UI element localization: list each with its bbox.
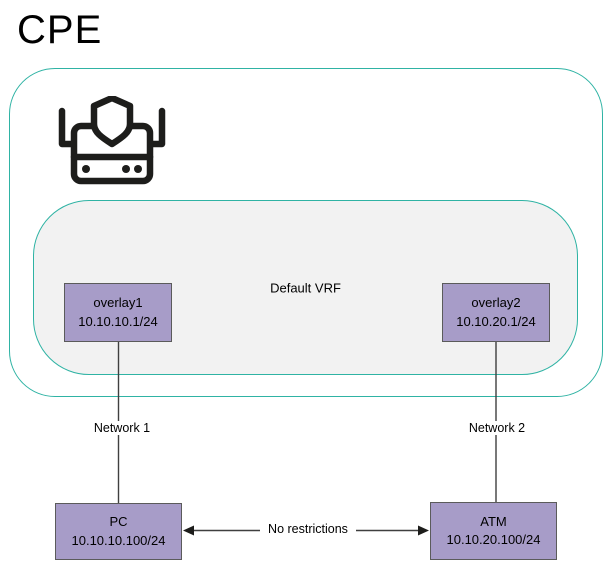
label-network1: Network 1 — [79, 421, 165, 435]
secure-router-icon — [58, 96, 166, 185]
node-ip: 10.10.20.1/24 — [456, 313, 536, 329]
router-led — [134, 165, 142, 173]
node-name: overlay1 — [93, 295, 143, 311]
node-pc: PC 10.10.10.100/24 — [55, 503, 182, 560]
node-overlay2: overlay2 10.10.20.1/24 — [442, 283, 550, 342]
node-name: ATM — [480, 513, 507, 529]
node-overlay1: overlay1 10.10.10.1/24 — [64, 283, 172, 342]
node-name: overlay2 — [471, 295, 521, 311]
node-ip: 10.10.20.100/24 — [446, 532, 541, 547]
label-no-restrictions: No restrictions — [260, 522, 356, 536]
antenna-left — [58, 107, 79, 148]
node-atm: ATM 10.10.20.100/24 — [430, 502, 557, 560]
antenna-right — [145, 107, 166, 148]
page-title: CPE — [17, 8, 103, 52]
vrf-label: Default VRF — [270, 280, 341, 295]
router-led — [82, 165, 90, 173]
router-led — [122, 165, 130, 173]
node-ip: 10.10.10.100/24 — [71, 532, 166, 548]
shield-icon — [90, 96, 134, 148]
node-name: PC — [109, 514, 128, 530]
label-network2: Network 2 — [454, 421, 540, 435]
arrowhead-right-icon — [418, 525, 429, 536]
arrowhead-left-icon — [183, 525, 194, 536]
node-ip: 10.10.10.1/24 — [78, 313, 158, 329]
